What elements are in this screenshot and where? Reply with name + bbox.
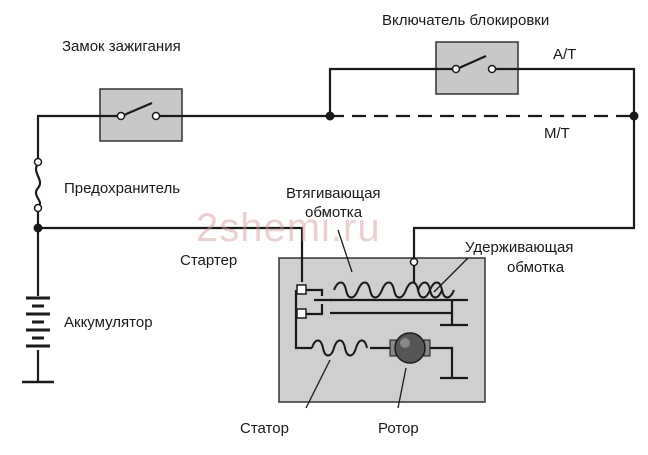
fuse-terminal-top	[33, 157, 43, 167]
junction-ignition-split	[325, 111, 335, 121]
label-mt: М/Т	[544, 125, 570, 142]
junction-battery	[33, 223, 43, 233]
leader-stator	[305, 359, 331, 409]
starter-housing	[278, 257, 486, 403]
starter-internal-wire-top	[302, 288, 324, 296]
wire-to-starter	[38, 226, 304, 282]
label-battery: Аккумулятор	[64, 314, 153, 331]
wire-right-vertical	[412, 116, 636, 262]
rotor-wire	[430, 346, 454, 378]
label-hold-2: обмотка	[507, 259, 565, 276]
wire-at-to-right	[494, 67, 636, 116]
leader-rotor	[397, 367, 407, 409]
ignition-terminal-right	[151, 111, 161, 121]
wire-ignition-to-fuse	[36, 114, 118, 160]
label-stator: Статор	[240, 420, 289, 437]
fuse-element	[34, 163, 42, 207]
label-pull-in-2: обмотка	[305, 204, 363, 221]
ignition-switch-blade	[123, 101, 153, 117]
battery-cells	[26, 296, 50, 348]
hold-winding	[417, 281, 443, 299]
junction-right	[629, 111, 639, 121]
label-at: А/Т	[553, 46, 577, 63]
ignition-terminal-left	[116, 111, 126, 121]
rotor-highlight	[400, 338, 410, 348]
label-fuse: Предохранитель	[64, 180, 181, 197]
starter-internal-wire-mid	[302, 304, 324, 316]
leader-hold	[433, 257, 469, 293]
label-interlock-switch: Включатель блокировки	[382, 12, 550, 29]
starter-contact-top	[296, 284, 307, 295]
interlock-switch-blade	[458, 54, 487, 70]
pull-in-terminal	[409, 257, 419, 267]
label-ignition-switch: Замок зажигания	[62, 38, 181, 55]
leader-pull-in	[337, 229, 353, 273]
watermark: 2shemi.ru	[196, 206, 381, 250]
label-rotor: Ротор	[378, 420, 419, 437]
label-pull-in-1: Втягивающая	[286, 185, 381, 202]
stator-winding	[311, 339, 368, 357]
interlock-terminal-right	[487, 64, 497, 74]
starter-internal-wire-left	[294, 290, 312, 350]
wire-at-branch	[328, 67, 456, 116]
fuse-terminal-bottom	[33, 203, 43, 213]
label-starter: Стартер	[180, 252, 238, 269]
starter-contact-bottom	[296, 308, 307, 319]
interlock-terminal-left	[451, 64, 461, 74]
label-hold-1: Удерживающая	[465, 239, 574, 256]
pull-in-winding	[333, 281, 455, 299]
rotor-body	[394, 332, 426, 364]
